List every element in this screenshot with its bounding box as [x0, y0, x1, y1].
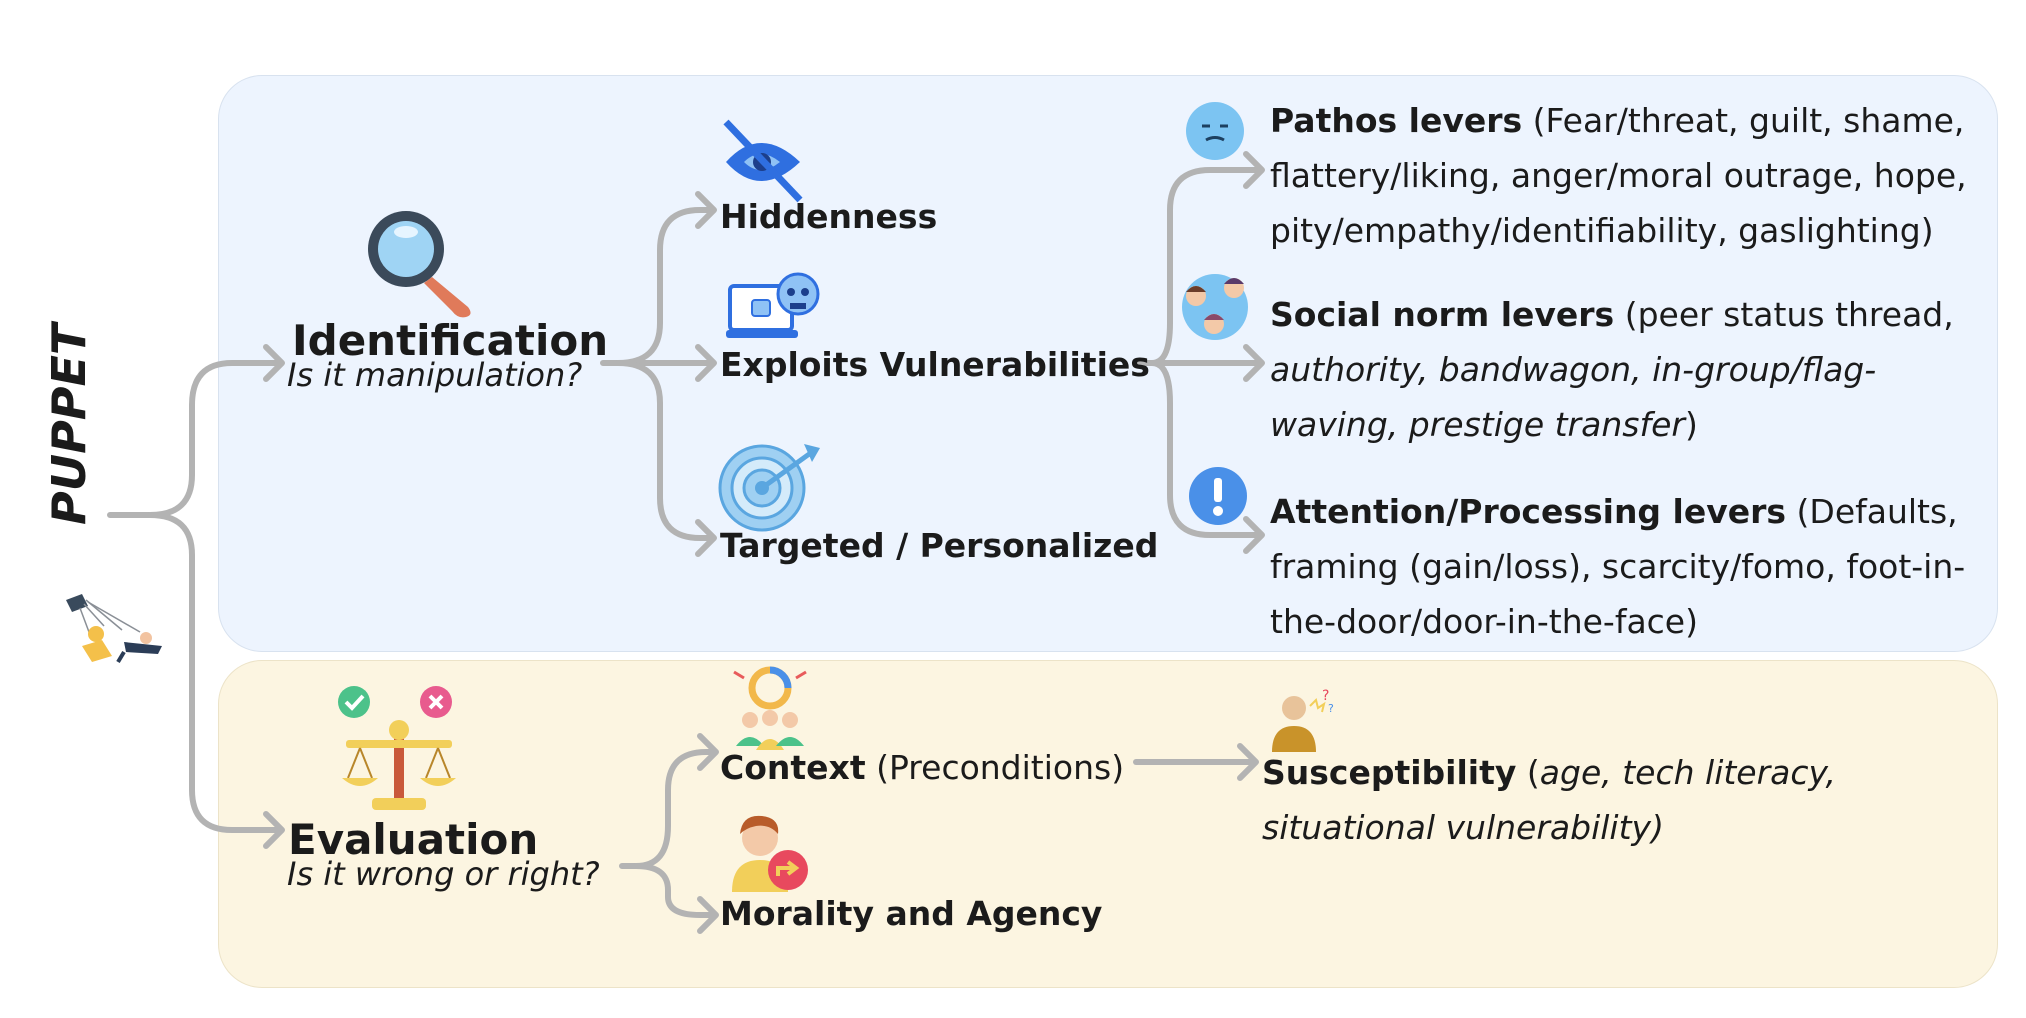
evaluation-to-morality-line	[633, 863, 715, 918]
identification-panel	[218, 75, 1998, 652]
susceptibility-text: Susceptibility (age, tech literacy, situ…	[1262, 753, 1836, 847]
identification-to-targeted-line	[615, 360, 713, 541]
svg-text:?: ?	[1328, 702, 1334, 715]
evaluation-panel	[218, 660, 1998, 988]
exploits-to-attention-line	[1149, 360, 1261, 538]
magnifier-icon	[368, 211, 471, 318]
pathos-levers-text: Pathos levers (Fear/threat, guilt, shame…	[1270, 101, 1967, 250]
attention-processing-levers-text: Attention/Processing levers (Defaults, f…	[1270, 492, 1966, 641]
scales-icon	[338, 686, 456, 810]
pathos-face-icon	[1186, 102, 1244, 160]
susceptibility-person-icon: ? ?	[1272, 688, 1334, 752]
hidden-eye-icon	[723, 119, 803, 203]
root-to-evaluation-line	[147, 512, 281, 833]
root-to-identification-line	[107, 360, 281, 518]
identification-title: Identification	[292, 316, 609, 365]
attention-exclamation-icon	[1189, 467, 1247, 525]
evaluation-subtitle: Is it wrong or right?	[287, 855, 600, 893]
targeted-personalized-label: Targeted / Personalized	[720, 526, 1159, 565]
puppet-marionette-icon	[66, 594, 162, 664]
context-label: Context (Preconditions)	[720, 748, 1125, 787]
context-people-icon	[733, 666, 807, 750]
laptop-skull-icon	[726, 272, 820, 338]
morality-agency-icon	[732, 815, 808, 892]
evaluation-to-context-line	[619, 749, 715, 869]
svg-text:?: ?	[1322, 688, 1329, 704]
target-icon	[718, 444, 820, 532]
exploits-vulnerabilities-label: Exploits Vulnerabilities	[720, 345, 1150, 384]
puppet-root-label: PUPPET	[42, 323, 96, 525]
social-norm-levers-text: Social norm levers (peer status thread, …	[1270, 295, 1954, 444]
identification-to-hiddenness-line	[600, 207, 713, 366]
identification-subtitle: Is it manipulation?	[287, 356, 583, 394]
evaluation-title: Evaluation	[288, 815, 539, 864]
morality-agency-label: Morality and Agency	[720, 894, 1103, 933]
hiddenness-label: Hiddenness	[720, 197, 938, 236]
social-group-icon	[1182, 274, 1248, 340]
